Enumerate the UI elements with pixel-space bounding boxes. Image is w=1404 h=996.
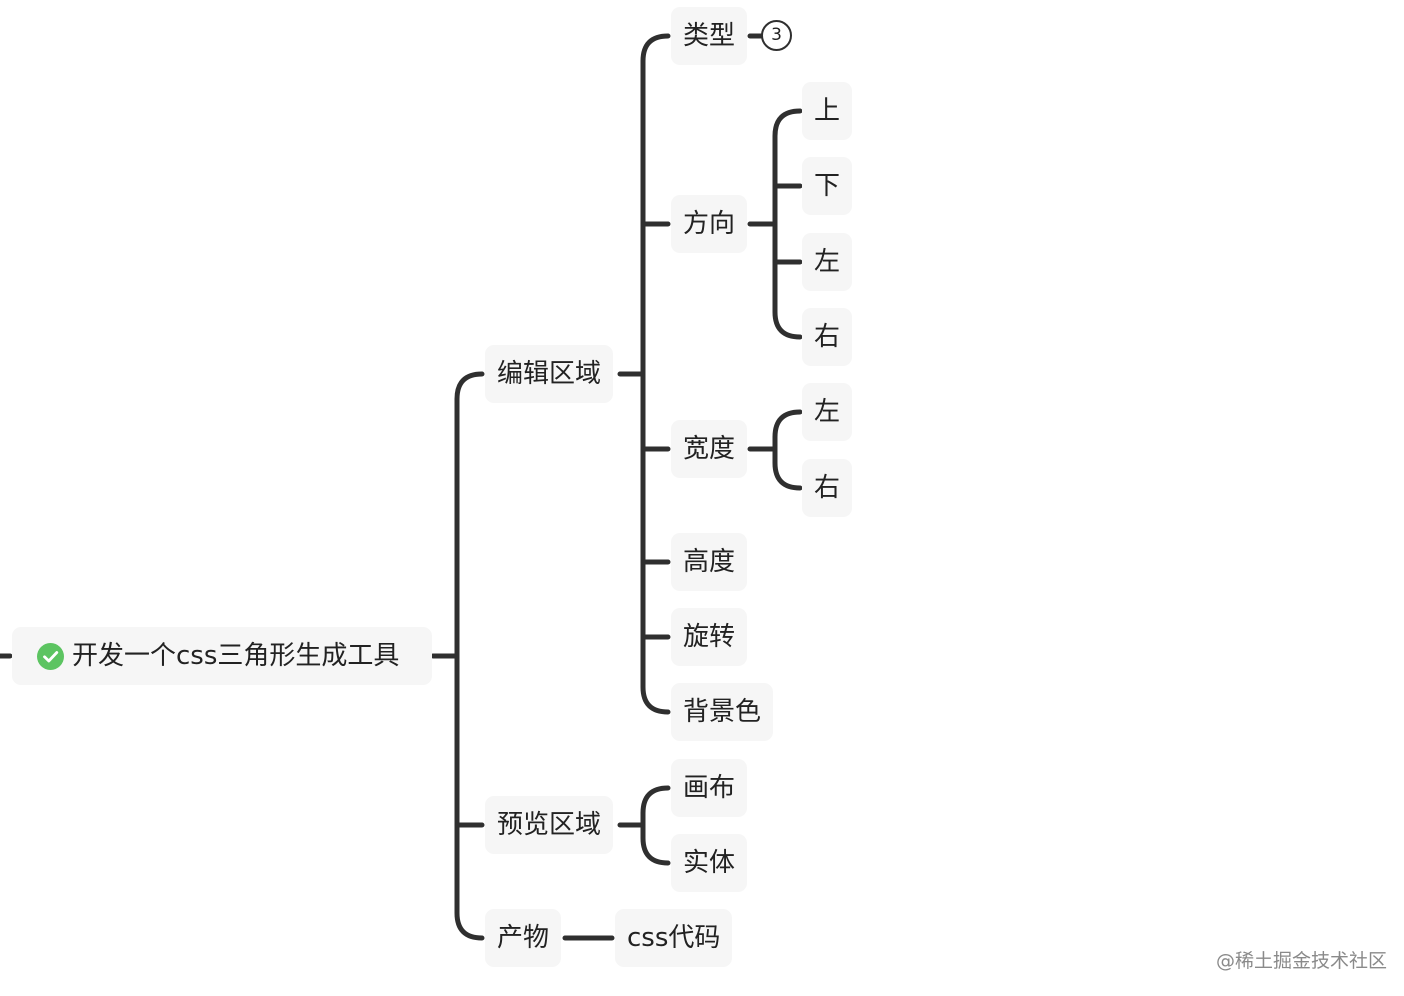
node-direction-left[interactable]: 左 bbox=[802, 233, 852, 291]
node-css-code[interactable]: css代码 bbox=[615, 909, 733, 967]
node-output-label: 产物 bbox=[497, 923, 550, 953]
connector-root-trunk bbox=[454, 371, 485, 941]
node-direction-down-label: 下 bbox=[813, 171, 840, 201]
connector-preview-trunk bbox=[640, 785, 671, 866]
node-width-right[interactable]: 右 bbox=[802, 459, 852, 517]
node-width-right-label: 右 bbox=[813, 473, 840, 503]
node-edit-area[interactable]: 编辑区域 bbox=[485, 345, 614, 403]
node-canvas-label: 画布 bbox=[683, 773, 736, 803]
node-direction[interactable]: 方向 bbox=[671, 195, 748, 253]
node-direction-left-label: 左 bbox=[813, 247, 840, 277]
connector-direction-trunk bbox=[772, 108, 803, 340]
collapsed-count-badge[interactable]: 3 bbox=[761, 20, 792, 51]
node-direction-label: 方向 bbox=[683, 209, 736, 239]
node-width-label: 宽度 bbox=[683, 434, 736, 464]
node-edit-area-label: 编辑区域 bbox=[497, 359, 602, 389]
node-css-code-label: css代码 bbox=[627, 923, 721, 953]
node-preview-area-label: 预览区域 bbox=[497, 810, 602, 840]
node-type[interactable]: 类型 bbox=[671, 7, 748, 65]
node-direction-right-label: 右 bbox=[813, 322, 840, 352]
node-height-label: 高度 bbox=[683, 547, 736, 577]
node-canvas[interactable]: 画布 bbox=[671, 759, 748, 817]
node-rotation-label: 旋转 bbox=[683, 622, 736, 652]
node-direction-up-label: 上 bbox=[813, 96, 840, 126]
node-output[interactable]: 产物 bbox=[485, 909, 562, 967]
node-height[interactable]: 高度 bbox=[671, 533, 748, 591]
watermark: @稀土掘金技术社区 bbox=[1216, 950, 1388, 972]
connector-edit-trunk bbox=[640, 33, 671, 715]
collapsed-count-value: 3 bbox=[771, 25, 782, 45]
node-width-left-label: 左 bbox=[813, 397, 840, 427]
connector-width-trunk bbox=[772, 409, 803, 491]
root-node[interactable]: 开发一个css三角形生成工具 bbox=[12, 627, 432, 685]
node-background-color[interactable]: 背景色 bbox=[671, 683, 774, 741]
root-node-label: 开发一个css三角形生成工具 bbox=[72, 641, 400, 671]
node-type-label: 类型 bbox=[683, 21, 736, 51]
node-entity[interactable]: 实体 bbox=[671, 834, 748, 892]
node-entity-label: 实体 bbox=[683, 848, 736, 878]
node-direction-right[interactable]: 右 bbox=[802, 308, 852, 366]
node-direction-up[interactable]: 上 bbox=[802, 82, 852, 140]
node-background-color-label: 背景色 bbox=[683, 697, 762, 727]
node-rotation[interactable]: 旋转 bbox=[671, 608, 748, 666]
node-width[interactable]: 宽度 bbox=[671, 420, 748, 478]
node-preview-area[interactable]: 预览区域 bbox=[485, 796, 614, 854]
check-circle-icon bbox=[37, 643, 64, 670]
node-width-left[interactable]: 左 bbox=[802, 383, 852, 441]
node-direction-down[interactable]: 下 bbox=[802, 157, 852, 215]
